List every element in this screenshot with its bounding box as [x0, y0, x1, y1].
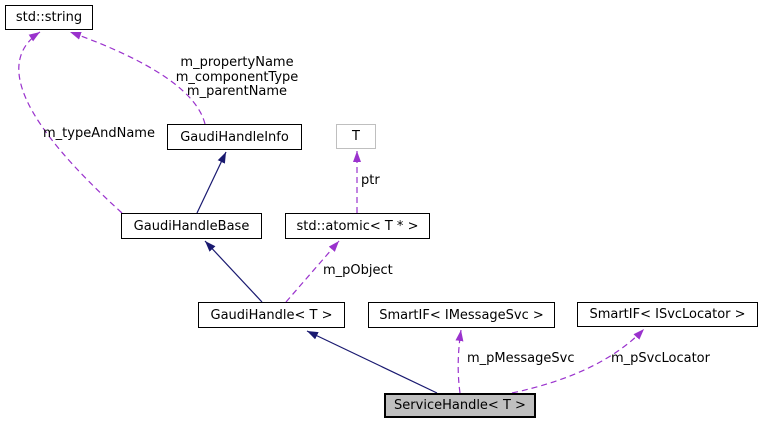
edge-label-pmessagesvc: m_pMessageSvc — [467, 351, 575, 366]
node-gaudihandlebase[interactable]: GaudiHandleBase — [121, 213, 262, 239]
node-std-atomic[interactable]: std::atomic< T * > — [285, 213, 430, 239]
edge-inherit-gaudihandlebase-to-gaudihandleinfo — [196, 151, 227, 214]
edge-label-psvclocator: m_pSvcLocator — [611, 351, 710, 366]
edge-usage-typeandname-to-stdstring — [18, 31, 123, 214]
node-smartif-isvclocator[interactable]: SmartIF< ISvcLocator > — [577, 302, 758, 327]
edge-inherit-gaudihandle-to-gaudihandlebase — [204, 240, 263, 303]
node-gaudihandle[interactable]: GaudiHandle< T > — [198, 302, 345, 328]
node-std-string[interactable]: std::string — [5, 5, 93, 30]
node-servicehandle-current: ServiceHandle< T > — [384, 393, 536, 418]
edge-inherit-servicehandle-to-gaudihandle — [306, 330, 438, 394]
node-gaudihandleinfo[interactable]: GaudiHandleInfo — [167, 124, 302, 150]
edge-label-ptr: ptr — [361, 173, 380, 188]
edge-usage-pmessagesvc-to-smartif-imessagesvc — [455, 329, 464, 394]
node-smartif-imessagesvc[interactable]: SmartIF< IMessageSvc > — [368, 302, 555, 328]
edge-usage-propertyfields-to-stdstring — [69, 31, 206, 125]
edge-usage-pobject-to-stdatomic — [285, 240, 340, 303]
edge-label-typeandname: m_typeAndName — [43, 126, 155, 141]
edge-usage-psvclocator-to-smartif-isvclocator — [511, 328, 645, 394]
node-template-param-t: T — [336, 124, 376, 149]
edge-label-pobject: m_pObject — [323, 263, 393, 278]
edge-label-property-fields: m_propertyName m_componentType m_parentN… — [175, 55, 299, 99]
